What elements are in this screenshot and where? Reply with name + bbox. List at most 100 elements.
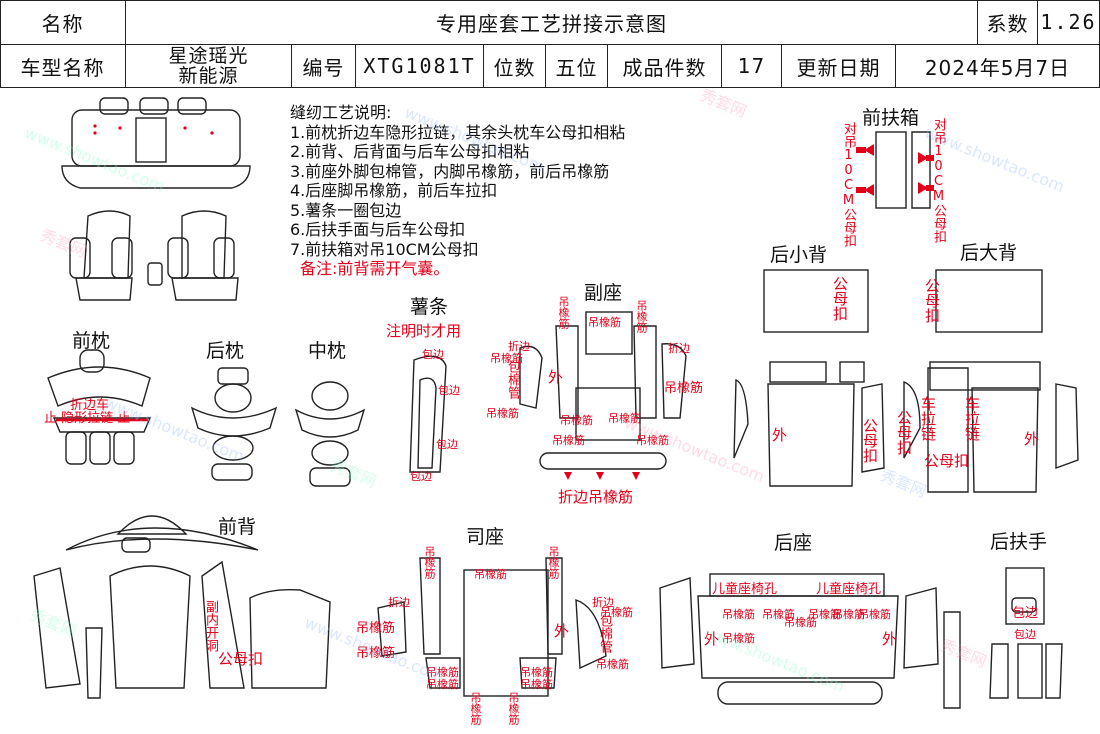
section-rear-seat: 后座 (774, 532, 813, 554)
passenger-hang-3: 吊橡筋 (635, 300, 648, 333)
rear-seat-pattern (659, 573, 961, 709)
fries-wrap-1: 包边 (422, 348, 444, 361)
front-headrest-pattern (47, 349, 152, 465)
passenger-hang-6: 吊橡筋 (664, 381, 704, 396)
passenger-outer: 外 (548, 368, 564, 386)
seats-value: 五位 (546, 45, 608, 88)
driver-hang-9: 吊橡筋 (426, 678, 459, 691)
big-back-side-male-female: 公母扣 (895, 410, 913, 455)
date-value: 2024年5月7日 (896, 45, 1100, 88)
seats-label: 位数 (484, 45, 546, 88)
driver-hang-12: 吊橡筋 (469, 692, 482, 725)
rear-seat-hang-6: 吊橡筋 (832, 608, 865, 621)
header-table: 名称 专用座套工艺拼接示意图 系数 1.26 车型名称 星途瑶光 新能源 编号 … (0, 0, 1100, 88)
big-back-bottom-male-female: 公母扣 (924, 452, 970, 470)
remark: 备注:前背需开气囊。 (300, 259, 450, 278)
rear-backs-pattern (733, 269, 1079, 493)
section-front-back: 前背 (218, 516, 257, 538)
fries-strip-pattern (409, 355, 447, 473)
driver-hang-13: 吊橡筋 (507, 692, 520, 725)
passenger-hang-8: 吊橡筋 (608, 412, 641, 425)
driver-fold-right: 折边 (592, 596, 614, 609)
driver-hang-7: 吊橡筋 (596, 658, 629, 671)
driver-hang-5: 吊橡筋 (356, 646, 396, 661)
model-value: 星途瑶光 新能源 (126, 45, 292, 88)
driver-hang-1: 吊橡筋 (423, 546, 436, 579)
section-mid-headrest: 中枕 (308, 340, 347, 362)
driver-hang-4: 吊橡筋 (356, 621, 396, 636)
front-back-pattern (33, 515, 331, 699)
armbox-note-right: 对吊10CM公母扣 (931, 118, 946, 243)
rear-seat-hang-3: 吊橡筋 (762, 608, 795, 621)
section-front-headrest: 前枕 (72, 330, 111, 352)
instructions-title: 缝纫工艺说明: (290, 103, 392, 122)
front-headrest-fold: 折边车 (70, 398, 110, 413)
rear-headrest-pattern (190, 367, 278, 481)
driver-hang-6: 吊橡筋 (600, 606, 633, 619)
instruction-line: 4.后座脚吊橡筋，前后车拉扣 (290, 181, 498, 200)
pattern-drawing (33, 97, 1079, 709)
passenger-hang-2: 吊橡筋 (588, 316, 621, 329)
code-value: XTG1081T (356, 45, 484, 88)
passenger-hang-7: 吊橡筋 (560, 414, 593, 427)
pieces-label: 成品件数 (608, 45, 722, 88)
instruction-line: 5.薯条一圈包边 (290, 200, 402, 220)
instruction-line: 2.前背、后背面与后车公母扣相粘 (290, 142, 530, 161)
driver-hang-3: 吊橡筋 (547, 546, 560, 579)
passenger-hang-5: 吊橡筋 (486, 407, 519, 420)
passenger-hang-1: 吊橡筋 (557, 296, 570, 329)
rear-armrest-wrap-2: 包边 (1014, 628, 1036, 641)
section-rear-big-back: 后大背 (960, 242, 1018, 264)
rear-seat-hang-5: 吊橡筋 (808, 608, 841, 621)
model-label: 车型名称 (0, 45, 126, 88)
passenger-fold-hang: 折边吊橡筋 (558, 488, 634, 506)
big-back-zip-right: 车拉链 (963, 396, 981, 441)
passenger-fold-right: 折边 (668, 342, 690, 355)
fries-wrap-4: 包边 (410, 470, 432, 483)
section-rear-small-back: 后小背 (770, 244, 828, 266)
instruction-line: 3.前座外脚包棉管，内脚吊橡筋，前后吊橡筋 (290, 161, 610, 181)
rear-seat-hang-2: 吊橡筋 (722, 632, 755, 645)
rear-seat-outer-left: 外 (704, 630, 720, 648)
passenger-hang-4: 吊橡筋 (490, 352, 523, 365)
section-rear-armrest: 后扶手 (990, 531, 1048, 553)
driver-fold-left: 折边 (388, 596, 410, 609)
front-armbox-pattern (856, 131, 934, 209)
front-headrest-zip: 止 隐形拉链 止 (44, 411, 131, 426)
rear-seat-outer-right: 外 (882, 630, 898, 648)
driver-outer: 外 (554, 622, 570, 640)
driver-hang-11: 吊橡筋 (520, 678, 553, 691)
big-back-male-female: 公母扣 (923, 278, 941, 323)
passenger-seat-pattern (519, 311, 687, 480)
instruction-line: 1.前枕折边车隐形拉链，其余头枕车公母扣相粘 (290, 122, 626, 142)
section-passenger-seat: 副座 (584, 282, 623, 304)
rear-armrest-wrap: 包边 (1012, 606, 1039, 621)
small-back-male-female: 公母扣 (831, 276, 849, 321)
name-label: 名称 (0, 0, 126, 45)
passenger-hang-9: 吊橡筋 (552, 434, 585, 447)
passenger-cotton: 包棉管 (505, 360, 520, 399)
big-back-zip-left: 车拉链 (919, 396, 937, 441)
driver-seat-pattern (377, 557, 607, 697)
small-back-outer: 外 (772, 426, 788, 444)
rear-seat-child-hole-left: 儿童座椅孔 (712, 582, 778, 597)
section-driver-seat: 司座 (466, 526, 505, 548)
driver-cotton: 包棉管 (597, 614, 612, 653)
instruction-line: 7.前扶箱对吊10CM公母扣 (290, 239, 479, 259)
rear-seat-child-hole-right: 儿童座椅孔 (816, 582, 882, 597)
coef-value: 1.26 (1038, 0, 1100, 45)
passenger-fold: 折边 (508, 340, 530, 353)
driver-hang-8: 吊橡筋 (426, 666, 459, 679)
pieces-value: 17 (722, 45, 782, 88)
mid-headrest-pattern (294, 381, 366, 487)
armbox-note-left: 对吊10CM公母扣 (841, 122, 856, 247)
section-fries: 薯条 (410, 296, 449, 318)
code-label: 编号 (292, 45, 356, 88)
driver-hang-10: 吊橡筋 (520, 666, 553, 679)
fries-note: 注明时才用 (386, 322, 462, 340)
rear-seat-hang-1: 吊橡筋 (722, 608, 755, 621)
big-back-outer: 外 (1024, 430, 1040, 448)
rear-seat-hang-4: 吊橡筋 (784, 616, 817, 629)
sewing-instructions: 缝纫工艺说明: 1.前枕折边车隐形拉链，其余头枕车公母扣相粘 2.前背、后背面与… (290, 103, 625, 279)
